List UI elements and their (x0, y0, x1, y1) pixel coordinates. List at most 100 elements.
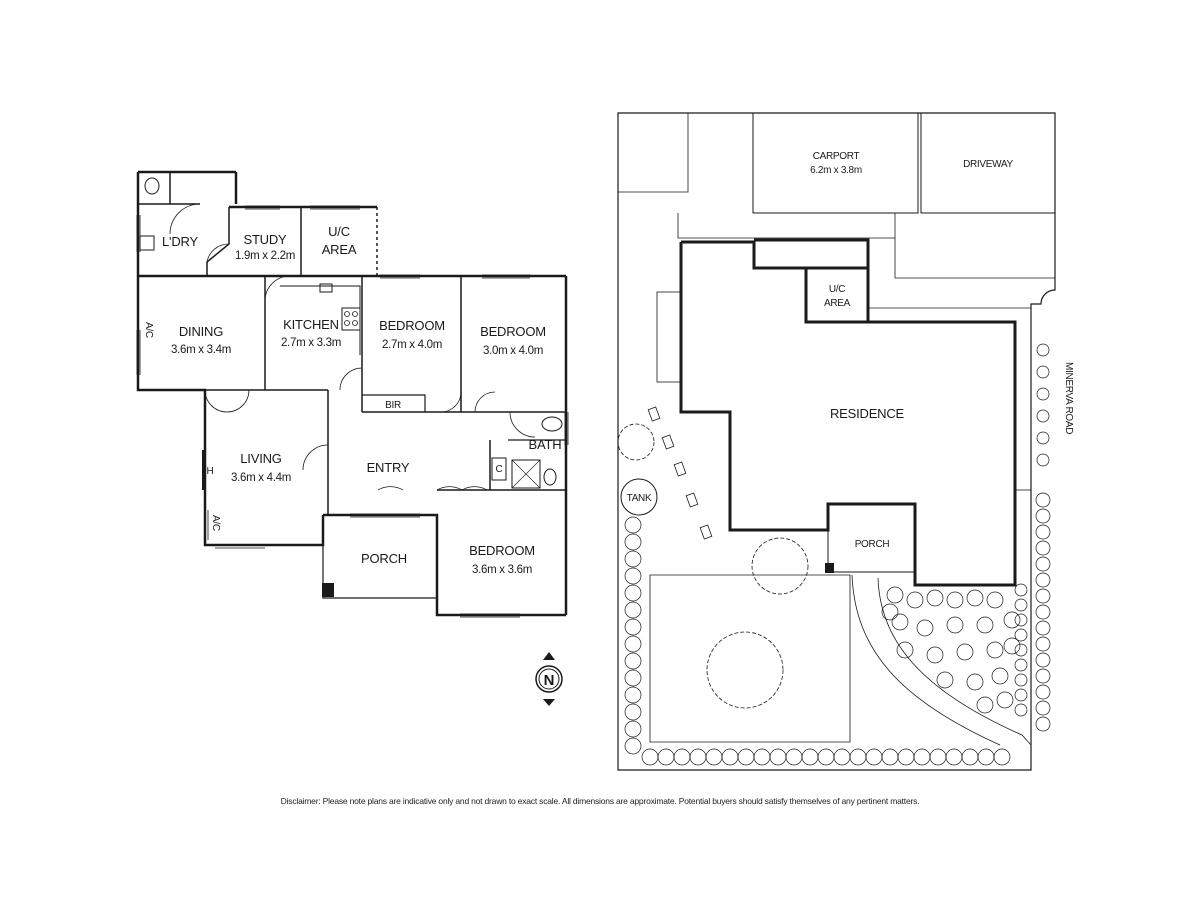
shrub-icon (1014, 658, 1028, 672)
shrub-icon (1035, 524, 1051, 540)
ac-marker-dining: A/C (143, 322, 154, 338)
shrub-icon (624, 584, 642, 602)
shrub-icon (1003, 611, 1021, 629)
shrub-icon (624, 737, 642, 755)
shrub-icon (926, 646, 944, 664)
room-dining-size: 3.6m x 3.4m (171, 344, 231, 356)
shrub-icon (906, 591, 924, 609)
shrub-icon (1014, 583, 1028, 597)
shrub-icon (1014, 673, 1028, 687)
room-entry-name: ENTRY (367, 460, 410, 475)
shrub-icon (624, 567, 642, 585)
site-uc-name: U/C (829, 284, 845, 295)
shrub-icon (753, 748, 771, 766)
site-plan-labels: CARPORT 6.2m x 3.8m DRIVEWAY U/C AREA RE… (627, 151, 1074, 550)
carport-name: CARPORT (813, 151, 860, 162)
residence-name: RESIDENCE (830, 406, 905, 421)
shrub-icon (986, 641, 1004, 659)
shrub-icon (721, 748, 739, 766)
site-plan (617, 112, 1056, 771)
room-kitchen-name: KITCHEN (283, 317, 339, 332)
room-bath-name: BATH (529, 437, 562, 452)
shrub-icon (976, 616, 994, 634)
shrub-icon (881, 748, 899, 766)
shrub-icon (624, 686, 642, 704)
compass-letter: N (544, 672, 555, 689)
shrub-icon (886, 586, 904, 604)
shrub-icon (1035, 604, 1051, 620)
shrub-icon (624, 550, 642, 568)
shrub-icon (624, 703, 642, 721)
shrub-icon (1035, 572, 1051, 588)
shrub-icon (737, 748, 755, 766)
floor-plan (136, 170, 569, 618)
shrub-icon (881, 603, 899, 621)
shrub-icon (1036, 387, 1050, 401)
shrub-icon (865, 748, 883, 766)
shrub-icon (946, 616, 964, 634)
shrub-icon (1035, 492, 1051, 508)
room-bedroom2-name: BEDROOM (480, 324, 546, 339)
shrub-icon (976, 696, 994, 714)
site-porch-name: PORCH (855, 539, 890, 550)
shrub-icon (1003, 637, 1021, 655)
disclaimer-text: Disclaimer: Please note plans are indica… (280, 796, 920, 806)
room-bedroom3-size: 3.6m x 3.6m (472, 564, 532, 576)
shrub-icon (833, 748, 851, 766)
room-uc-name2: AREA (322, 242, 357, 257)
shrub-icon (1035, 700, 1051, 716)
room-cupboard-name: C (496, 464, 503, 475)
room-bedroom2-size: 3.0m x 4.0m (483, 345, 543, 357)
ac-marker-living: A/C (210, 515, 221, 531)
shrub-icon (1035, 668, 1051, 684)
shrub-icon (1036, 343, 1050, 357)
shrub-icon (966, 589, 984, 607)
room-bedroom3-name: BEDROOM (469, 543, 535, 558)
shrub-icon (1035, 684, 1051, 700)
shrub-icon (945, 748, 963, 766)
shrub-icon (1035, 540, 1051, 556)
shrub-icon (624, 720, 642, 738)
room-bedroom1-name: BEDROOM (379, 318, 445, 333)
room-study-name: STUDY (243, 232, 287, 247)
shrub-icon (1035, 508, 1051, 524)
shrub-icon (913, 748, 931, 766)
driveway-name: DRIVEWAY (963, 159, 1013, 170)
shrub-icon (1036, 431, 1050, 445)
shrub-icon (785, 748, 803, 766)
shrub-icon (1014, 598, 1028, 612)
shrub-icon (849, 748, 867, 766)
shrub-icon (1035, 556, 1051, 572)
shrub-icon (641, 748, 659, 766)
room-living-name: LIVING (240, 451, 282, 466)
shrub-icon (1014, 688, 1028, 702)
shrub-icon (817, 748, 835, 766)
shrub-icon (916, 619, 934, 637)
shrub-icon (1035, 588, 1051, 604)
shrub-icon (801, 748, 819, 766)
shrub-icon (961, 748, 979, 766)
carport-size: 6.2m x 3.8m (810, 165, 862, 176)
shrub-icon (929, 748, 947, 766)
north-arrow-icon: N (535, 652, 563, 706)
room-bedroom1-size: 2.7m x 4.0m (382, 339, 442, 351)
shrub-icon (689, 748, 707, 766)
shrub-icon (1035, 652, 1051, 668)
shrub-icon (1014, 643, 1028, 657)
room-living-size: 3.6m x 4.4m (231, 472, 291, 484)
room-kitchen-size: 2.7m x 3.3m (281, 337, 341, 349)
shrub-icon (991, 667, 1009, 685)
shrub-icon (926, 589, 944, 607)
shrub-icon (1035, 636, 1051, 652)
shrub-icon (891, 613, 909, 631)
shrub-icon (993, 748, 1011, 766)
shrub-icon (1014, 703, 1028, 717)
shrub-icon (624, 533, 642, 551)
shrub-icon (896, 641, 914, 659)
shrub-icon (657, 748, 675, 766)
site-uc-name2: AREA (824, 298, 851, 309)
room-study-size: 1.9m x 2.2m (235, 250, 295, 262)
shrub-icon (1014, 628, 1028, 642)
floor-plan-labels: L'DRY STUDY 1.9m x 2.2m U/C AREA DINING … (143, 224, 562, 576)
